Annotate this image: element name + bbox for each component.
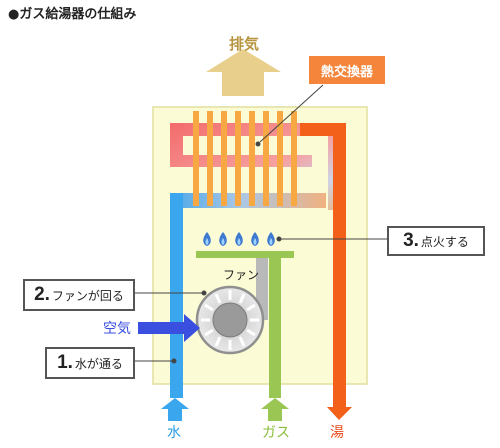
step2-text: ファンが回る	[51, 288, 124, 303]
heat-exchanger-fins	[193, 111, 297, 206]
step2-leader-dot	[201, 290, 207, 296]
water-inlet-arrow	[161, 398, 189, 421]
step3-leader-dot	[276, 236, 282, 242]
fan-label: ファン	[223, 268, 260, 282]
heat-exchanger-leader	[259, 84, 324, 143]
burner-flames	[203, 232, 275, 246]
step3-callout: 3. 点火する	[387, 226, 485, 256]
step3-number: 3.	[403, 230, 419, 251]
step1-leader-dot	[171, 358, 177, 364]
hot-water-pipe	[333, 123, 346, 400]
page-title: ●ガス給湯器の仕組み	[8, 7, 137, 22]
exhaust-label: 排気	[229, 35, 260, 53]
fan	[195, 285, 265, 355]
heat-exchanger-label: 熱交換器	[309, 56, 385, 84]
step1-callout: 1. 水が通る	[45, 347, 135, 379]
step1-number: 1.	[57, 352, 73, 373]
exhaust-arrow	[206, 49, 281, 96]
air-arrow	[138, 314, 200, 342]
step2-number: 2.	[34, 284, 50, 305]
burner-bar	[196, 251, 294, 258]
step2-callout: 2. ファンが回る	[23, 279, 135, 311]
step1-text: 水が通る	[74, 356, 123, 371]
hot-water-label: 湯	[330, 425, 344, 441]
hot-water-pipe-top	[300, 123, 346, 136]
gas-pipe	[269, 258, 281, 398]
water-label: 水	[167, 425, 181, 441]
gas-inlet-arrow	[261, 398, 289, 421]
step3-text: 点火する	[420, 234, 469, 249]
air-label: 空気	[103, 321, 131, 337]
hot-water-outlet-arrow	[327, 400, 352, 420]
heat-exchanger-leader-dot	[255, 141, 261, 147]
water-pipe	[170, 193, 183, 398]
gas-label: ガス	[262, 425, 290, 441]
